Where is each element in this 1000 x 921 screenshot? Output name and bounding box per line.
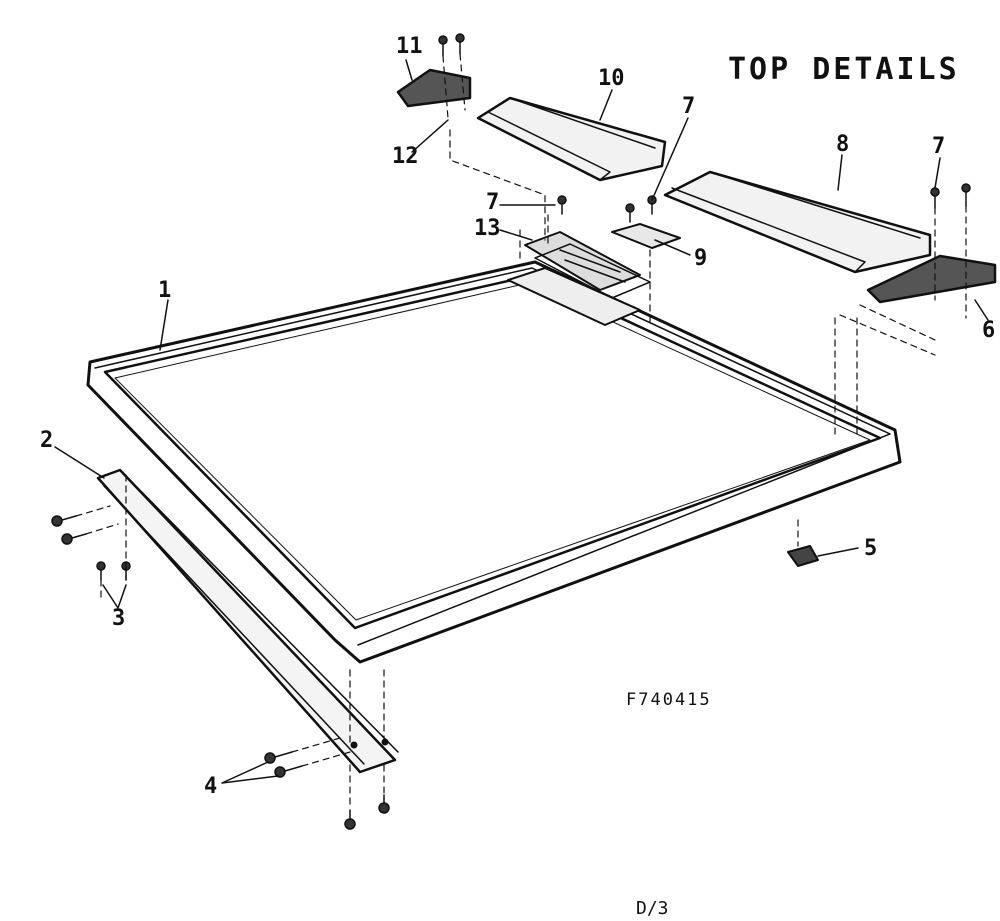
top-frame-part-1 <box>86 260 902 664</box>
callout-13: 13 <box>474 216 501 241</box>
leader-lines <box>54 59 989 784</box>
end-cap-part-11 <box>396 68 472 108</box>
callout-6: 6 <box>982 318 996 343</box>
end-cap-part-6 <box>866 254 997 304</box>
hinge-plate-part-9 <box>611 223 681 249</box>
callout-4: 4 <box>204 774 218 799</box>
diagram-title: TOP DETAILS <box>728 52 960 87</box>
clip-part-5 <box>787 545 819 567</box>
trim-strip-part-10 <box>476 96 667 182</box>
callout-10: 10 <box>598 66 625 91</box>
callout-5: 5 <box>864 536 878 561</box>
page-mark: D/3 <box>636 898 669 919</box>
hinge-assembly-part-13 <box>507 231 651 326</box>
callout-11: 11 <box>396 34 423 59</box>
callout-12: 12 <box>392 144 419 169</box>
assembly-lines <box>75 53 967 806</box>
trim-strip-part-8 <box>663 170 932 274</box>
callout-7b: 7 <box>486 190 500 215</box>
screw-icons <box>51 33 971 830</box>
callout-8: 8 <box>836 132 850 157</box>
callout-1: 1 <box>158 278 172 303</box>
callout-2: 2 <box>40 428 54 453</box>
figure-number: F740415 <box>626 690 712 710</box>
callout-7a: 7 <box>682 94 696 119</box>
callout-3: 3 <box>112 606 126 631</box>
callout-9: 9 <box>694 246 708 271</box>
callout-7c: 7 <box>932 134 946 159</box>
front-rail-part-2 <box>96 468 399 774</box>
